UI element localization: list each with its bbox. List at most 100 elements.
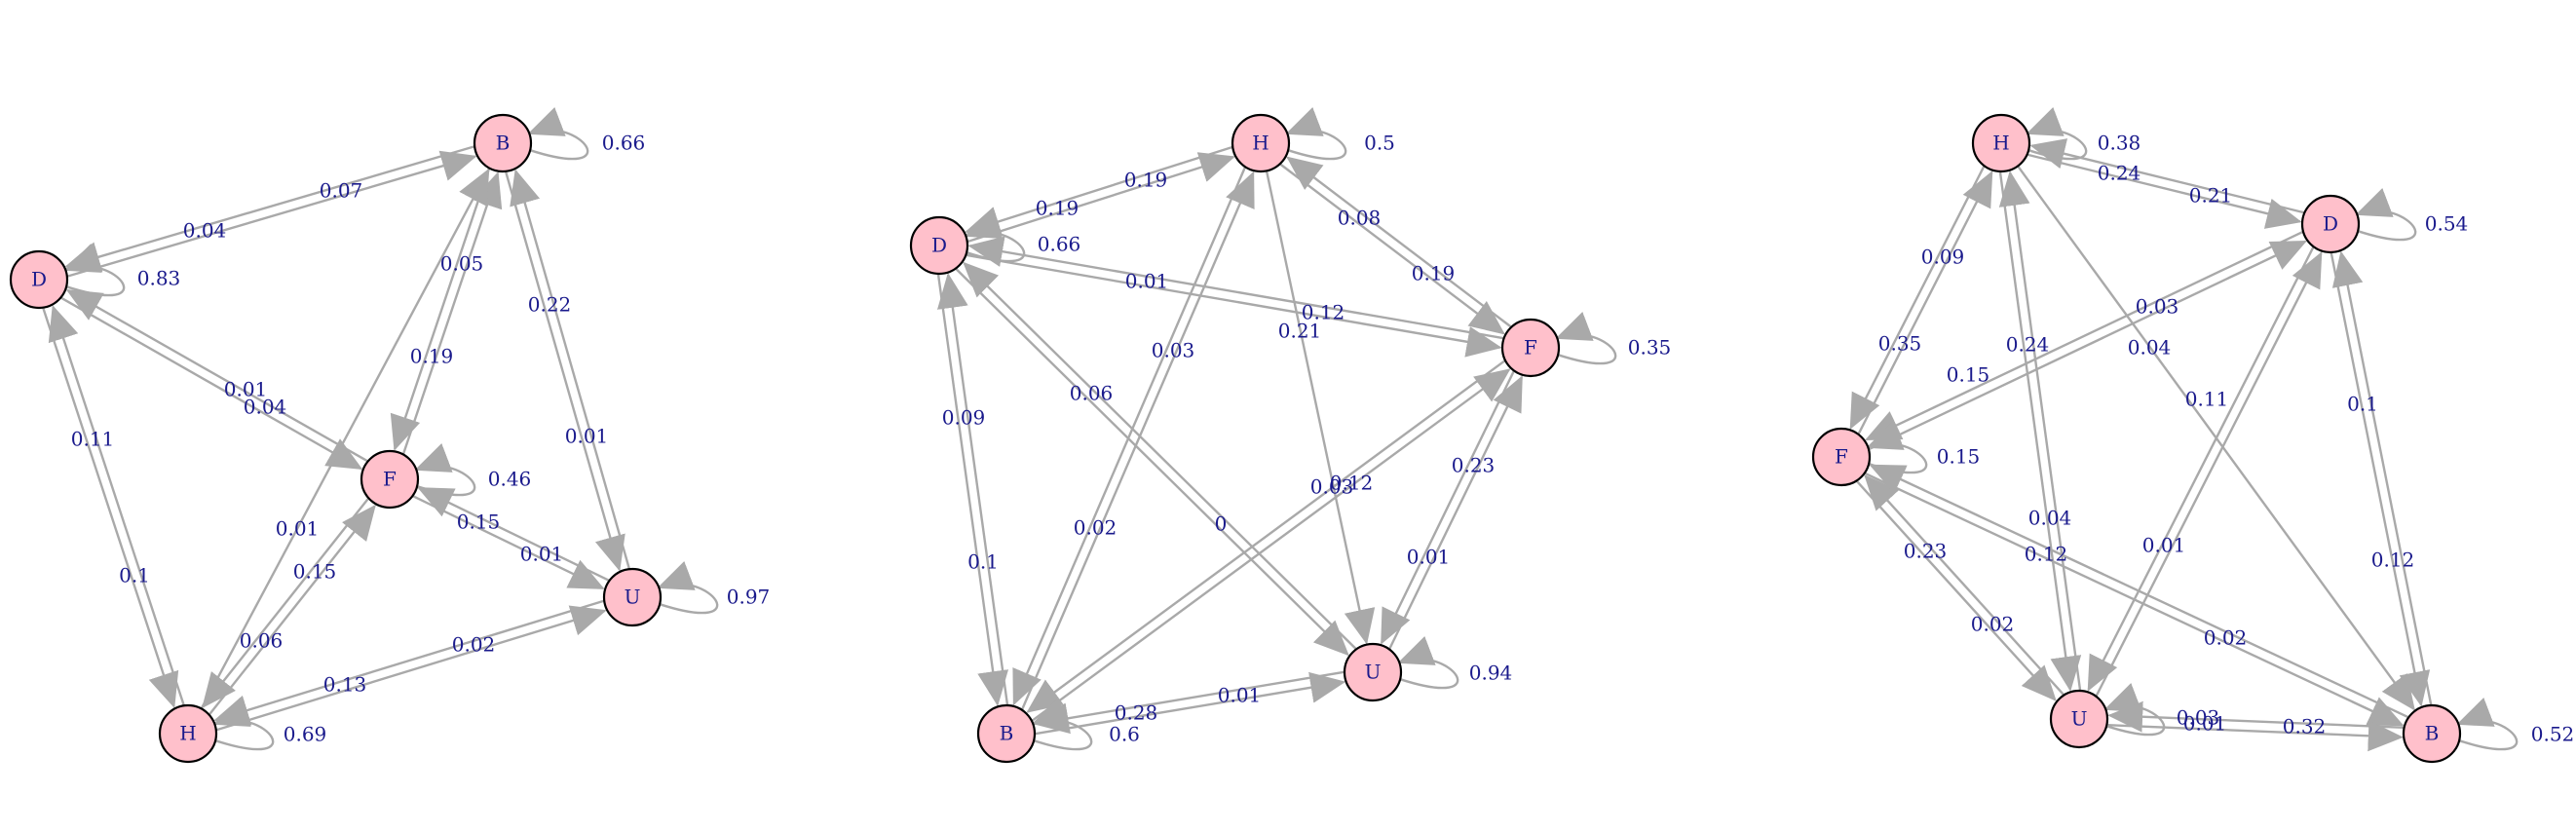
node-circle <box>2402 703 2462 764</box>
edge-weight-label-D-to-F: 0.01 <box>224 378 268 401</box>
node-circle <box>976 703 1037 764</box>
graph-panel-2: HDFUB0.50.190.190.660.190.080.120.010.35… <box>909 107 1671 764</box>
edge-weight-label-H-to-H: 0.38 <box>2098 132 2141 155</box>
node-label: B <box>1000 722 1014 745</box>
node-label: U <box>625 586 641 609</box>
edge-weight-label-H-to-D: 0.21 <box>2189 184 2233 208</box>
node-H: H <box>1971 113 2031 173</box>
edge-B-to-D <box>936 273 1009 705</box>
edge-U-to-F <box>417 486 610 582</box>
edge-weight-label-D-to-U: 0 <box>1215 512 1228 536</box>
edge-H-to-U <box>215 605 607 732</box>
edge-weight-label-U-to-B: 0.32 <box>2283 715 2327 738</box>
node-label: D <box>2323 212 2338 236</box>
edge-weight-label-F-to-B: 0.03 <box>1310 475 1354 499</box>
edge-weight-label-U-to-D: 0.06 <box>1070 382 1114 405</box>
edge-weight-label-F-to-B: 0.05 <box>440 252 484 276</box>
node-U: U <box>1343 642 1403 702</box>
edge-U-to-D <box>2095 251 2323 697</box>
edge-U-to-D <box>963 261 1357 650</box>
edge-B-to-D <box>64 145 475 273</box>
edge-F-to-D <box>1868 240 2307 451</box>
edge-weight-label-B-to-B: 0.6 <box>1109 723 1140 746</box>
edge-weight-label-F-to-D: 0.03 <box>2136 295 2179 319</box>
node-circle <box>158 703 218 764</box>
edge-D-to-F <box>1865 230 2304 441</box>
edge-weight-label-B-to-D: 0.04 <box>183 219 227 243</box>
node-label: B <box>496 132 511 155</box>
node-label: B <box>2425 722 2440 745</box>
edge-weight-label-U-to-U: 0.97 <box>727 586 771 609</box>
self-loop-edge-U <box>1397 636 1459 690</box>
edge-weight-label-H-to-B: 0.02 <box>1074 516 1118 540</box>
edge-label-layer: 0.380.210.240.540.350.090.150.030.040.24… <box>1878 132 2575 746</box>
edge-label-layer: 0.660.040.070.830.10.110.010.040.190.050… <box>71 132 771 746</box>
edge-layer <box>936 107 1617 751</box>
edge-layer <box>1849 107 2519 752</box>
edge-H-to-D <box>48 304 185 706</box>
node-F: F <box>1811 427 1872 487</box>
edge-weight-label-H-to-U: 0.02 <box>452 633 496 657</box>
edge-weight-label-D-to-D: 0.83 <box>137 267 181 290</box>
node-H: H <box>1231 113 1291 173</box>
edge-H-to-F <box>208 504 376 716</box>
edge-D-to-H <box>42 307 179 709</box>
edge-weight-label-B-to-F: 0.19 <box>410 345 454 368</box>
edge-U-to-F <box>1864 474 2065 696</box>
edge-B-to-U <box>504 170 625 572</box>
edge-weight-label-U-to-F: 0.23 <box>1452 454 1496 477</box>
graph-panel-1: BDFUH0.660.040.070.830.10.110.010.040.19… <box>9 107 771 764</box>
graph-panel-3: HDFUB0.380.210.240.540.350.090.150.030.0… <box>1811 107 2575 764</box>
edge-weight-label-D-to-U: 0.11 <box>2185 388 2229 411</box>
node-label: H <box>1252 132 1269 155</box>
node-circle <box>2300 194 2361 254</box>
edge-weight-label-B-to-B: 0.52 <box>2531 723 2575 746</box>
node-circle <box>1971 113 2031 173</box>
edge-F-to-B <box>1864 472 2405 727</box>
edge-weight-label-U-to-D: 0.01 <box>2142 534 2186 557</box>
edge-U-to-H <box>1998 170 2082 691</box>
node-label: H <box>179 722 196 745</box>
edge-weight-label-B-to-U: 0.01 <box>2183 712 2227 736</box>
edge-weight-label-F-to-H: 0.09 <box>1921 246 1965 269</box>
edge-weight-label-F-to-F: 0.15 <box>1937 445 1981 469</box>
edge-U-to-F <box>1388 375 1524 650</box>
edge-B-to-H <box>1020 170 1255 710</box>
edge-D-to-U <box>955 268 1349 657</box>
graphs-root: BDFUH0.660.040.070.830.10.110.010.040.19… <box>9 107 2575 764</box>
edge-weight-label-H-to-B: 0.04 <box>2128 336 2172 359</box>
edge-H-to-U <box>1265 170 1376 645</box>
edge-weight-label-F-to-B: 0.02 <box>2204 626 2248 650</box>
edge-H-to-F <box>1279 163 1505 335</box>
edge-F-to-D <box>967 236 1504 340</box>
edge-weight-label-B-to-U: 0.01 <box>565 425 609 448</box>
edge-weight-label-D-to-F: 0.12 <box>1302 301 1345 324</box>
edge-F-to-H <box>1286 156 1512 328</box>
edge-D-to-H <box>2029 138 2305 214</box>
edge-B-to-F <box>390 168 491 451</box>
edge-weight-label-U-to-B: 0.22 <box>528 293 572 317</box>
edge-F-to-U <box>1380 370 1515 645</box>
node-U: U <box>2049 689 2109 749</box>
node-circle <box>1343 642 1403 702</box>
edge-weight-label-U-to-U: 0.94 <box>1469 662 1513 685</box>
edge-H-to-B <box>200 168 490 709</box>
self-loop-edge-H <box>212 698 275 751</box>
edge-weight-label-F-to-U: 0.02 <box>1971 613 2015 636</box>
edge-F-to-D <box>65 288 368 463</box>
self-loop-edge-B <box>1031 698 1093 751</box>
node-circle <box>602 567 663 627</box>
edge-weight-label-U-to-F: 0.15 <box>457 511 501 534</box>
edge-weight-label-H-to-D: 0.11 <box>71 428 115 451</box>
edge-weight-label-H-to-F: 0.35 <box>1878 332 1922 356</box>
edge-B-to-U <box>2107 700 2405 733</box>
edge-B-to-D <box>2331 250 2433 705</box>
edge-H-to-F <box>1849 166 1986 430</box>
node-circle <box>9 249 69 310</box>
node-label: F <box>1524 336 1537 359</box>
edge-weight-label-U-to-H: 0.24 <box>2006 333 2050 357</box>
node-F: F <box>360 449 420 510</box>
self-loop-edge-H <box>1285 107 1347 161</box>
edge-weight-label-H-to-U: 0.04 <box>2028 507 2072 530</box>
edge-weight-label-D-to-D: 0.66 <box>1038 233 1081 256</box>
